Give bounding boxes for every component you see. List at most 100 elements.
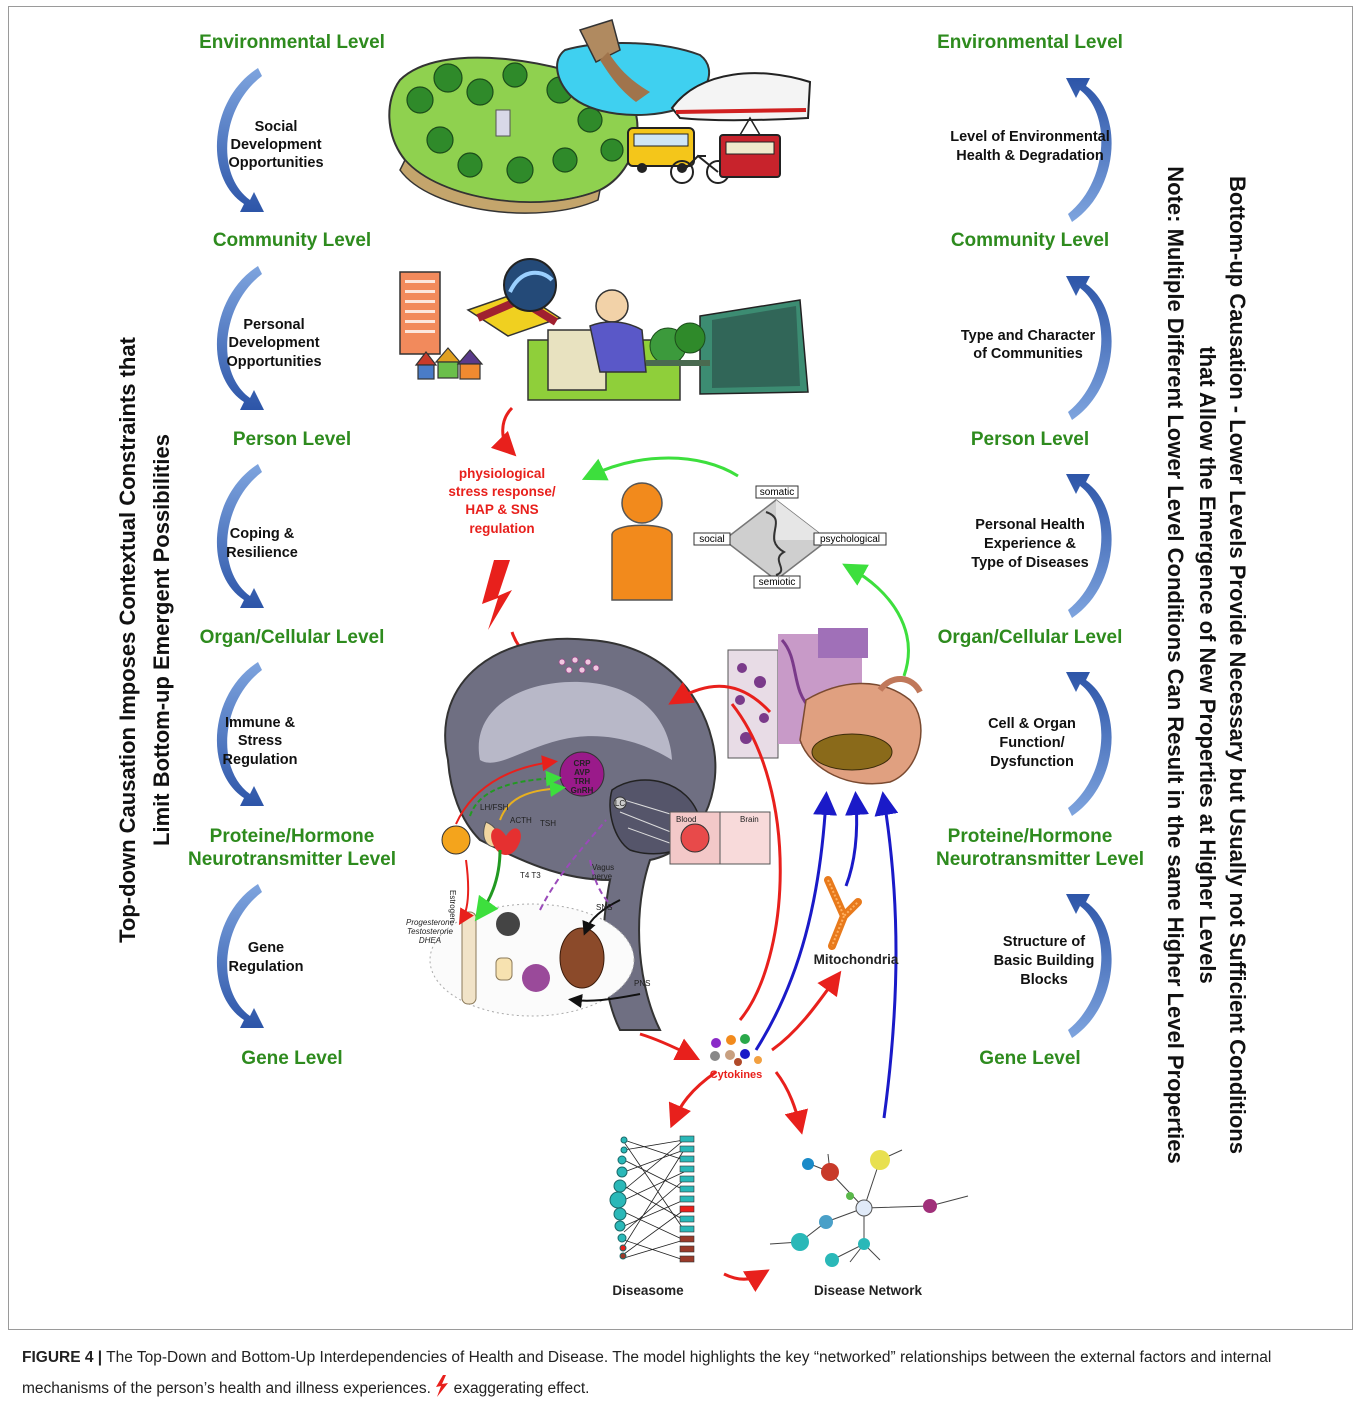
arrow-cytokines-to-mitochondria (771, 970, 842, 1052)
left-arc-arrow-4 (216, 662, 264, 806)
right-transition-captions: Level of Environmental Health & Degradat… (950, 129, 1110, 988)
left-vertical-heading: Top-down Causation Imposes Contextual Co… (115, 336, 174, 943)
train-icon (670, 72, 812, 122)
stress-arrow-top (490, 406, 517, 457)
blue-arrow-1 (754, 791, 838, 1051)
right-level-proteine: Proteine/Hormone (948, 826, 1113, 847)
label-lh-fsh: LH/FSH (480, 803, 509, 812)
arrow-brain-to-organ-top (668, 682, 772, 714)
label-tsh: TSH (540, 819, 556, 828)
left-caption-4b: Stress (238, 733, 282, 749)
stress-label-line-4: regulation (469, 521, 534, 536)
label-acth: ACTH (510, 816, 532, 825)
left-caption-4a: Immune & (225, 715, 296, 731)
left-arc-arrow-2 (216, 266, 264, 410)
houses-icon (414, 347, 484, 380)
diamond-label-somatic: somatic (760, 487, 794, 498)
left-caption-4c: Regulation (223, 752, 298, 768)
right-caption-1a: Level of Environmental (950, 129, 1110, 145)
right-caption-5c: Blocks (1020, 972, 1068, 988)
right-caption-2a: Type and Character (961, 328, 1096, 344)
label-brain: Brain (740, 815, 759, 824)
right-level-organ: Organ/Cellular Level (938, 627, 1123, 648)
right-vertical-heading: Bottom-up Causation - Lower Levels Provi… (1163, 166, 1250, 1164)
hormone-avp: AVP (574, 768, 591, 777)
hormone-trh: TRH (574, 777, 591, 786)
diamond-label-semiotic: semiotic (759, 577, 796, 588)
diamond-label-psychological: psychological (820, 534, 880, 545)
left-level-community: Community Level (213, 230, 371, 251)
right-caption-4b: Function/ (999, 735, 1064, 751)
arrow-loop-right (730, 703, 782, 1021)
figure-label: FIGURE 4 | (22, 1349, 103, 1366)
right-heading-line-2: that Allow the Emergence of New Properti… (1195, 346, 1220, 983)
lightning-icon (482, 560, 512, 630)
figure-frame (8, 6, 1353, 1330)
figure-caption: FIGURE 4 | The Top-Down and Bottom-Up In… (22, 1342, 1342, 1404)
right-arc-arrow-4 (1066, 672, 1112, 816)
right-arc-arrow-1 (1066, 78, 1112, 222)
left-caption-3b: Resilience (226, 545, 298, 561)
thyroid-icon (491, 828, 521, 855)
right-caption-1b: Health & Degradation (956, 148, 1103, 164)
left-level-person: Person Level (233, 429, 351, 450)
right-up-arrows (1066, 78, 1112, 1038)
lightning-legend-icon (436, 1375, 449, 1397)
feedback-arrow-from-organ (842, 563, 910, 677)
left-caption-5b: Regulation (229, 959, 304, 975)
blue-arrow-3 (874, 791, 899, 1119)
diseasome-label: Diseasome (612, 1283, 684, 1298)
label-pns: PNS (634, 979, 650, 988)
right-level-environmental: Environmental Level (937, 32, 1123, 53)
arrow-diseasome-to-network (723, 1269, 770, 1293)
left-level-gene: Gene Level (241, 1048, 342, 1069)
right-heading-line-1: Bottom-up Causation - Lower Levels Provi… (1225, 176, 1250, 1154)
left-heading-line-1: Top-down Causation Imposes Contextual Co… (115, 336, 140, 943)
left-level-proteine: Proteine/Hormone (210, 826, 375, 847)
left-caption-3a: Coping & (230, 526, 295, 542)
hormone-gnrh: GnRH (571, 786, 594, 795)
feedback-arrow-top (581, 456, 739, 481)
left-caption-1b: Development (230, 137, 321, 153)
bicycle-icon (670, 154, 730, 184)
right-caption-4a: Cell & Organ (988, 716, 1076, 732)
mitochondria-icon (824, 876, 862, 950)
right-level-person: Person Level (971, 429, 1089, 450)
label-dhea: DHEA (419, 936, 441, 945)
bus-icon (627, 127, 695, 173)
desk-worker-icon (527, 289, 681, 401)
right-caption-2b: of Communities (973, 346, 1083, 362)
left-caption-2c: Opportunities (226, 354, 321, 370)
biopsychosocial-diamond: somatic social psychological semiotic (693, 485, 887, 589)
organ-cellular-illustration (727, 628, 923, 785)
label-progesterone: Progesterone (406, 918, 455, 927)
brain-illustration: CRP AVP TRH GnRH LC LH/FSH ACTH TSH T4 T… (406, 637, 771, 1031)
label-estrogen: Estrogen (448, 890, 457, 922)
stress-label-line-1: physiological (459, 466, 545, 481)
left-level-neurotransmitter: Neurotransmitter Level (188, 849, 396, 870)
label-t4t3: T4 T3 (520, 871, 541, 880)
diamond-label-social: social (699, 534, 725, 545)
left-down-arrows (216, 68, 264, 1028)
disease-network-graph (769, 1149, 969, 1267)
left-level-organ: Organ/Cellular Level (200, 627, 385, 648)
right-caption-3c: Type of Diseases (971, 555, 1088, 571)
left-arc-arrow-1 (216, 68, 264, 212)
right-caption-5b: Basic Building (994, 953, 1095, 969)
left-level-environmental: Environmental Level (199, 32, 385, 53)
right-caption-3a: Personal Health (975, 517, 1085, 533)
right-arc-arrow-5 (1066, 894, 1112, 1038)
left-arc-arrow-5 (216, 884, 264, 1028)
right-levels: Environmental Level Community Level Pers… (936, 32, 1144, 1069)
left-caption-2a: Personal (243, 317, 304, 333)
cytokines-icon (710, 1034, 762, 1066)
left-levels: Environmental Level Community Level Pers… (188, 32, 396, 1069)
arrow-cytokines-to-network (774, 1071, 809, 1135)
arrow-cytokines-to-diseasome (668, 1070, 717, 1129)
left-caption-1a: Social (255, 119, 298, 135)
right-arc-arrow-3 (1066, 474, 1112, 618)
right-level-community: Community Level (951, 230, 1109, 251)
label-blood: Blood (676, 815, 696, 824)
left-caption-5a: Gene (248, 940, 284, 956)
caption-text: The Top-Down and Bottom-Up Interdependen… (22, 1349, 1272, 1397)
